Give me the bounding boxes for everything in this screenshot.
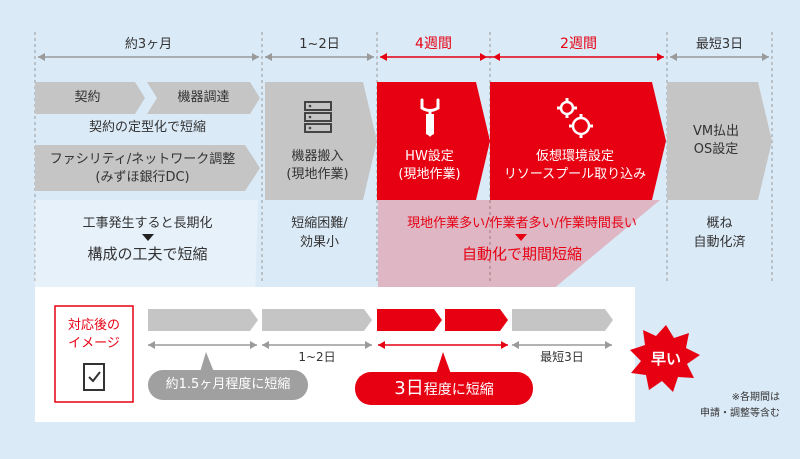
vm-setup-arrow — [667, 82, 772, 200]
document-check-icon — [83, 363, 105, 391]
footnote-line2: 申請・調整等含む — [700, 408, 780, 419]
phase3-funnel — [378, 200, 490, 300]
step-delivery-line1: 機器搬入 — [291, 149, 344, 164]
callout-gray-text: 約1.5ヶ月程度に短縮 — [165, 377, 291, 392]
after-arrow-4 — [445, 309, 508, 331]
step-hw-line2: (現地作業) — [398, 167, 461, 182]
after-arrow-2 — [262, 309, 372, 331]
step-contract: 契約 — [74, 90, 101, 105]
footnote-line1: ※各期間は — [731, 392, 780, 403]
step-virtual-line2: リソースプール取り込み — [503, 167, 647, 182]
phase1-note-line1: 工事発生すると長期化 — [82, 216, 213, 231]
burst-shape — [630, 325, 700, 392]
step-procurement: 機器調達 — [177, 90, 230, 105]
down-triangle-red — [515, 234, 527, 241]
top-duration-arrows — [38, 53, 769, 61]
down-triangle-dark — [142, 234, 154, 241]
after-duration-1: 1~2日 — [298, 350, 336, 364]
duration-phase4: 2週間 — [560, 36, 597, 52]
duration-phase2: 1~2日 — [299, 37, 340, 52]
phase4-funnel — [490, 200, 660, 300]
contract-note: 契約の定型化で短縮 — [88, 120, 206, 135]
callout-red-rest: 程度に短縮 — [423, 382, 494, 398]
step-delivery-line2: (現地作業) — [286, 167, 349, 182]
after-arrow-5 — [512, 309, 613, 331]
step-facility-line1: ファシリティ/ネットワーク調整 — [49, 152, 236, 167]
hw-setup-arrow — [377, 82, 490, 200]
after-label-line2: イメージ — [68, 336, 120, 351]
callout-red-number: 3日 — [394, 378, 424, 399]
phase2-note-line2: 効果小 — [299, 235, 339, 250]
callout-red-pointer — [436, 352, 451, 374]
step-hw-line1: HW設定 — [405, 149, 454, 164]
phase5-note-line2: 自動化済 — [693, 235, 746, 250]
after-arrow-1 — [148, 309, 258, 331]
step-vm-line2: OS設定 — [693, 142, 739, 157]
after-label-box — [54, 305, 134, 403]
phase34-note-line1: 現地作業多い/作業者多い/作業時間長い — [407, 216, 637, 231]
after-label-line1: 対応後の — [67, 318, 120, 333]
phase1-note-line2: 構成の工夫で短縮 — [87, 245, 208, 263]
duration-phase5: 最短3日 — [695, 37, 744, 52]
virtual-setup-arrow — [490, 82, 666, 200]
phase2-note-line1: 短縮困難/ — [291, 216, 348, 231]
delivery-arrow — [265, 82, 377, 200]
step-vm-line1: VM払出 — [692, 124, 740, 139]
burst-text: 早い — [650, 350, 681, 368]
after-duration-arrows — [148, 341, 612, 349]
duration-phase3: 4週間 — [415, 36, 452, 52]
callout-gray-bg — [148, 370, 308, 400]
phase1-funnel — [35, 200, 258, 300]
callout-gray-pointer — [200, 352, 214, 372]
wrench-icon — [420, 98, 440, 137]
step-virtual-line1: 仮想環境設定 — [535, 149, 614, 164]
phase5-note-line1: 概ね — [706, 216, 733, 231]
gears-icon — [557, 98, 593, 138]
step-facility-line2: (みずほ銀行DC) — [95, 170, 190, 185]
phase34-note-line2: 自動化で期間短縮 — [461, 245, 582, 263]
after-duration-2: 最短3日 — [540, 350, 584, 364]
procurement-arrow — [147, 82, 260, 114]
after-arrow-3 — [377, 309, 442, 331]
callout-red-bg — [355, 372, 533, 405]
contract-arrow — [35, 82, 145, 114]
facility-arrow — [35, 145, 260, 191]
duration-phase1: 約3ヶ月 — [124, 37, 173, 52]
callout-red-text: 3日程度に短縮 — [355, 378, 533, 401]
server-icon — [304, 101, 332, 133]
